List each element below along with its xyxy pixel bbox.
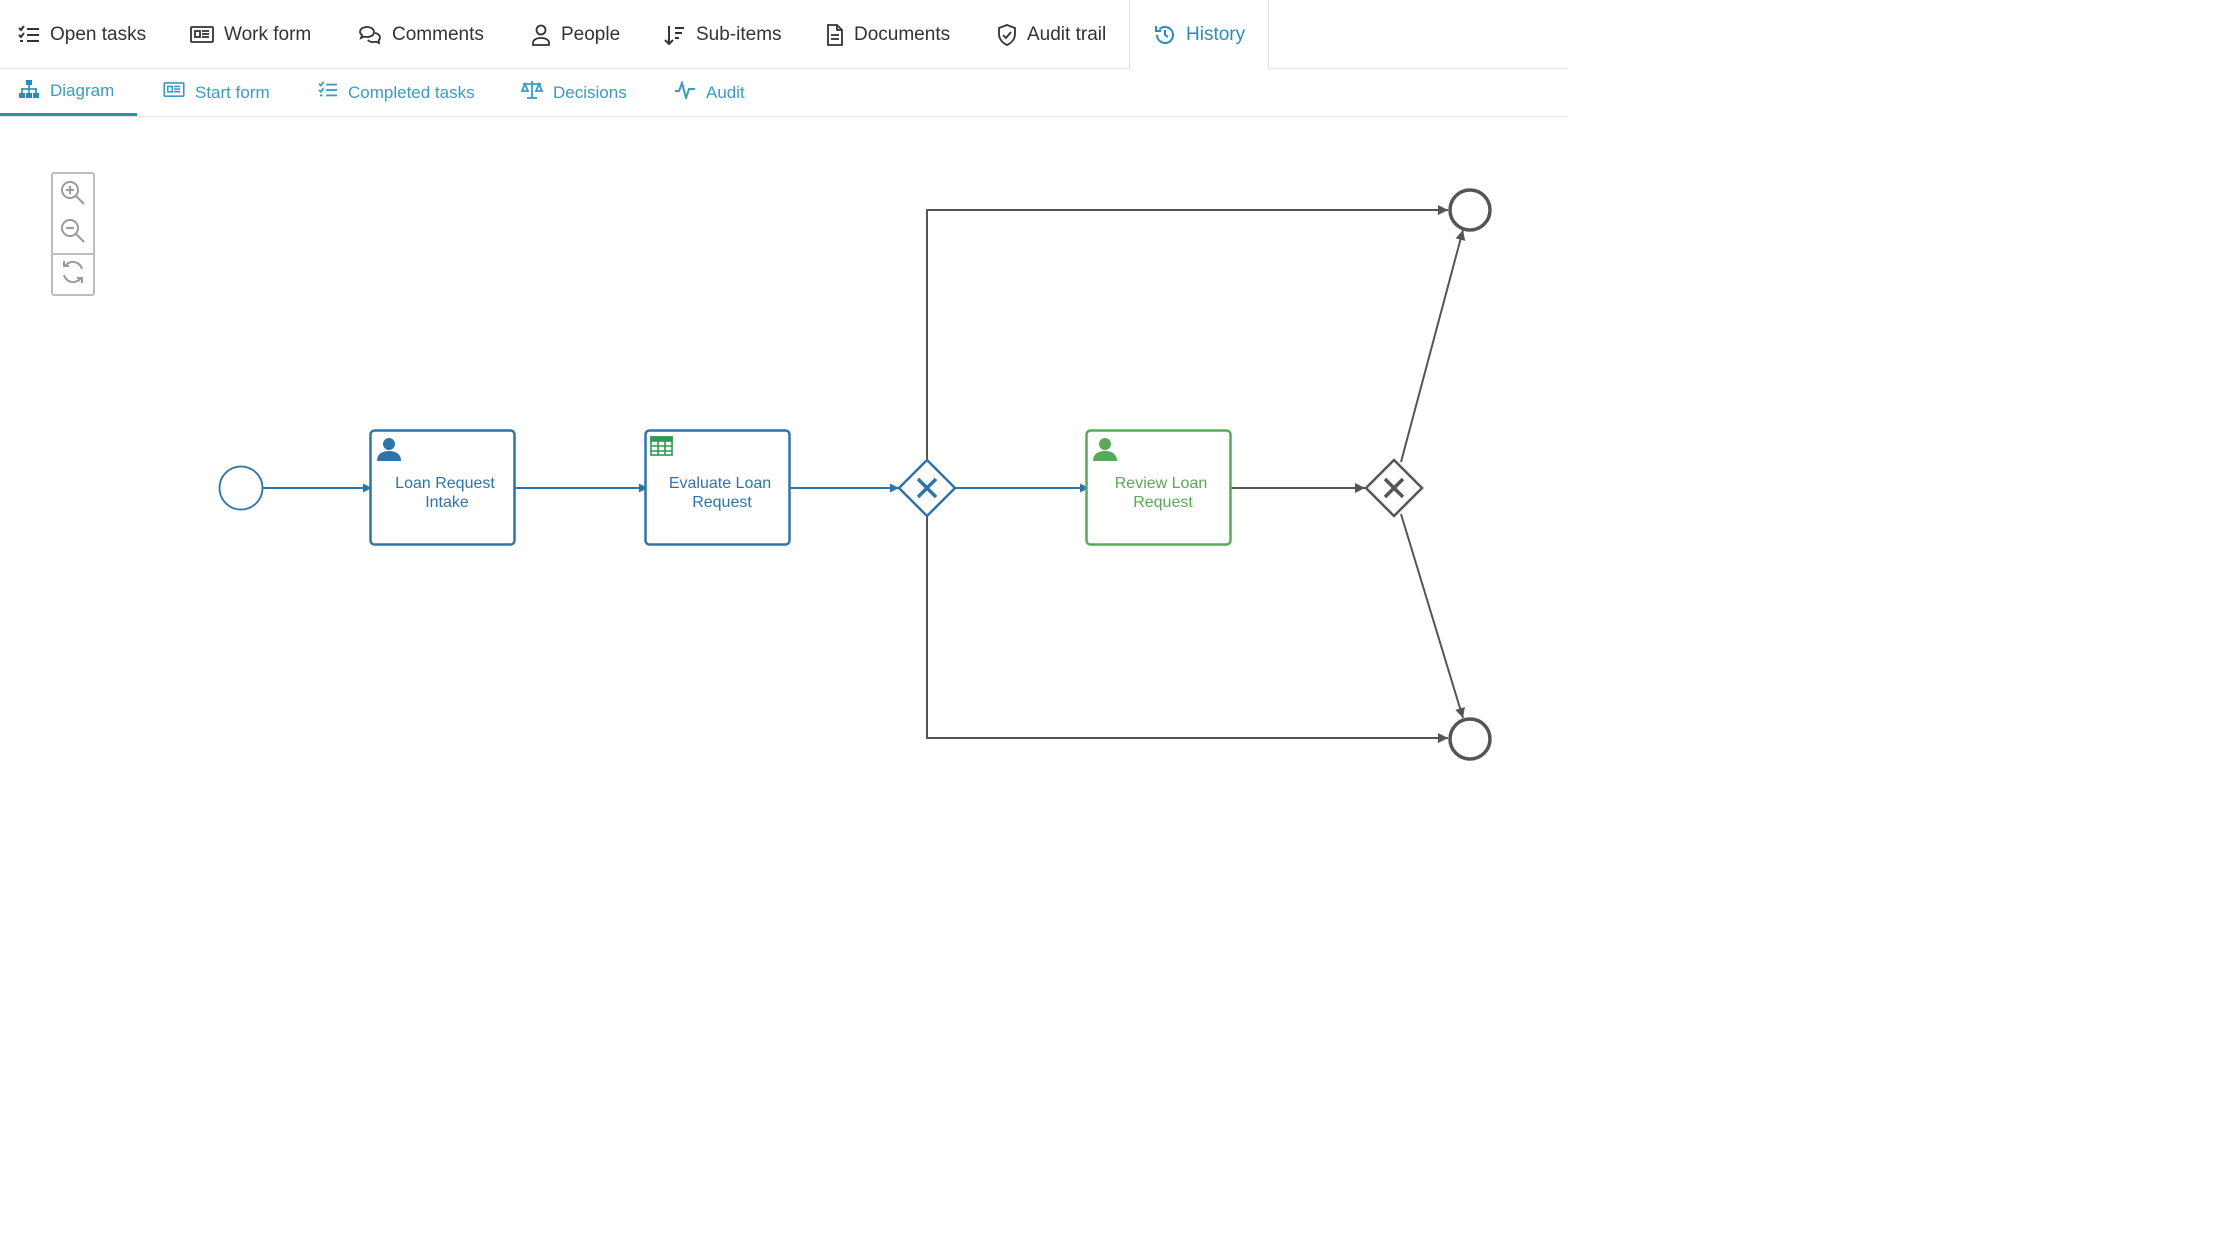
tab-history[interactable]: History (1129, 0, 1269, 70)
subtab-label: Diagram (50, 81, 115, 100)
task-evaluate-loan-request[interactable]: Evaluate Loan Request (644, 429, 791, 546)
tab-comments[interactable]: Comments (358, 0, 484, 69)
tab-label: History (1186, 24, 1246, 45)
zoom-out-button[interactable] (53, 214, 93, 252)
exclusive-gateway[interactable] (1364, 458, 1424, 518)
subtab-label: Completed tasks (348, 82, 475, 102)
task-label-line: Review Loan (1115, 475, 1208, 492)
subtab-completed-tasks[interactable]: Completed tasks (318, 69, 475, 116)
tab-label: Audit trail (1027, 23, 1107, 45)
task-label-line: Intake (425, 494, 469, 511)
subtab-label: Start form (195, 82, 270, 102)
top-tab-bar: Open tasks Work form Comments People (0, 0, 1568, 70)
tab-documents[interactable]: Documents (826, 0, 950, 69)
form-icon (163, 82, 185, 103)
tab-label: Open tasks (50, 23, 147, 45)
end-event[interactable] (1448, 717, 1492, 761)
tab-audit-trail[interactable]: Audit trail (997, 0, 1106, 69)
subtab-audit[interactable]: Audit (674, 69, 745, 116)
x-icon (916, 477, 938, 499)
tab-label: People (561, 23, 621, 45)
task-list-icon (18, 24, 40, 45)
tab-sub-items[interactable]: Sub-items (664, 0, 782, 69)
reset-icon (60, 259, 86, 290)
task-label-line: Request (1133, 494, 1193, 511)
task-loan-request-intake[interactable]: Loan Request Intake (369, 429, 516, 546)
user-icon (377, 438, 401, 461)
subtab-decisions[interactable]: Decisions (520, 69, 627, 116)
flow-gateway-to-end-bottom (1400, 513, 1465, 719)
person-icon (531, 24, 551, 46)
sort-icon (664, 24, 686, 46)
exclusive-gateway[interactable] (897, 458, 957, 518)
zoom-in-icon (60, 180, 86, 211)
pulse-icon (674, 79, 696, 104)
subtab-start-form[interactable]: Start form (163, 69, 270, 116)
zoom-controls (51, 172, 95, 296)
document-icon (826, 23, 844, 46)
sub-tab-bar: Diagram Start form Completed tasks Decis… (0, 69, 1568, 117)
tab-label: Documents (854, 23, 951, 45)
subtab-label: Audit (706, 82, 745, 102)
tab-label: Sub-items (696, 23, 782, 45)
start-event[interactable] (218, 465, 264, 511)
comments-icon (358, 25, 382, 45)
form-icon (190, 25, 214, 44)
scale-icon (520, 80, 544, 105)
tab-people[interactable]: People (531, 0, 620, 69)
task-list-icon (318, 81, 338, 104)
subtab-diagram[interactable]: Diagram (0, 69, 138, 116)
subtab-label: Decisions (553, 82, 627, 102)
history-icon (1154, 24, 1176, 46)
tab-work-form[interactable]: Work form (190, 0, 311, 69)
table-icon (650, 436, 673, 456)
tab-label: Work form (224, 23, 312, 45)
reset-zoom-button[interactable] (53, 255, 93, 294)
task-review-loan-request[interactable]: Review Loan Request (1085, 429, 1232, 546)
zoom-in-button[interactable] (53, 176, 93, 214)
tab-label: Comments (392, 23, 484, 45)
task-label-line: Loan Request (395, 475, 495, 492)
end-event[interactable] (1448, 188, 1492, 232)
flow-gateway-to-end-top (1400, 229, 1466, 463)
shield-check-icon (997, 23, 1017, 46)
flow-gateway-to-end-top (926, 205, 1448, 460)
task-label-line: Evaluate Loan (669, 475, 771, 492)
x-icon (1383, 477, 1405, 499)
user-icon (1093, 438, 1117, 461)
tab-open-tasks[interactable]: Open tasks (18, 0, 146, 69)
zoom-out-icon (60, 218, 86, 249)
zoom-divider (53, 253, 93, 255)
process-diagram: Loan Request Intake Evaluate Loan Reques… (218, 188, 1492, 761)
sitemap-icon (18, 79, 40, 104)
flow-gateway-to-end-bottom (926, 516, 1448, 743)
task-label-line: Request (692, 494, 752, 511)
